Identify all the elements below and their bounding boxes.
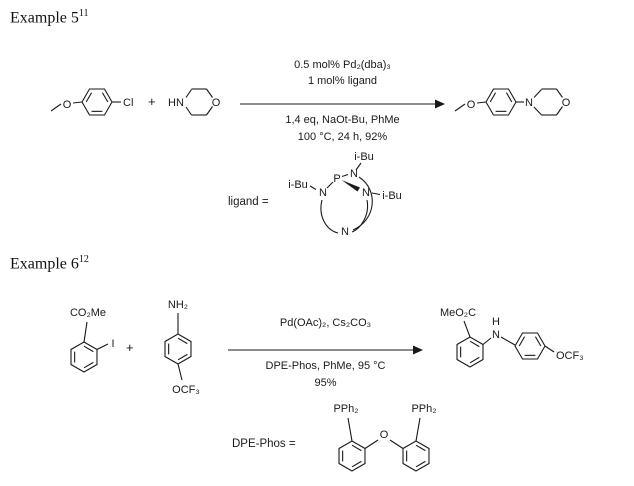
group-label-pph2-right: PPh₂ (411, 403, 436, 415)
structure-diarylamine-product: MeO₂C H N OCF₃ (440, 307, 584, 368)
atom-label-n-top: N (350, 168, 358, 180)
group-label-pph2-left: PPh₂ (333, 403, 358, 415)
arrowhead (413, 345, 423, 355)
conditions-above-line1: 0.5 mol% Pd₂(dba)₃ (294, 59, 391, 71)
benzene-ring (485, 88, 517, 116)
dpephos-label: DPE-Phos = (232, 438, 296, 450)
atom-label-o: O (562, 97, 571, 109)
group-label-nh2: NH₂ (168, 299, 188, 311)
benzene-ring-right (514, 332, 546, 360)
atom-label-o: O (467, 99, 476, 111)
example5-heading: Example 511 (10, 8, 89, 27)
ligand-label: ligand = (228, 196, 269, 208)
group-label-ibu-left: i-Bu (288, 179, 308, 191)
reaction-arrow-1 (240, 99, 445, 109)
example5-heading-text: Example 5 (10, 9, 79, 27)
conditions-above-line2: 1 mol% ligand (307, 75, 378, 87)
group-label-ibu-top: i-Bu (354, 151, 374, 163)
structure-4-trifluoromethoxyaniline: NH₂ OCF₃ (164, 299, 200, 396)
group-label-co2me: CO₂Me (70, 307, 106, 319)
atom-label-n: N (492, 329, 500, 341)
benzene-ring-left (456, 336, 484, 368)
wedge-bond (341, 180, 360, 192)
ethylene-bridge-back (352, 176, 373, 231)
conditions-below-line2: 100 °C, 24 h, 92% (297, 131, 388, 143)
atom-label-n: N (525, 97, 533, 109)
benzene-ring (81, 88, 113, 116)
structure-4-chloroanisole: O Cl (50, 88, 133, 116)
conditions6-above-line1: Pd(OAc)₂, Cs₂CO₃ (279, 317, 372, 329)
atom-label-o: O (212, 97, 221, 109)
example6-heading-text: Example 6 (10, 255, 79, 273)
benzene-ring (70, 341, 98, 373)
group-label-ocf3: OCF₃ (172, 384, 200, 396)
conditions6-below-line1: DPE-Phos, PhMe, 95 °C (265, 360, 386, 372)
plus-sign-1: + (148, 94, 156, 109)
group-label-ocf3: OCF₃ (556, 350, 584, 362)
structure-morpholine: HN O (168, 88, 221, 116)
plus-sign-2: + (126, 340, 134, 355)
example6-heading-reference: 12 (78, 254, 89, 265)
benzene-ring-left (338, 440, 366, 472)
structure-methyl-2-iodobenzoate: CO₂Me I (70, 307, 115, 373)
atom-label-i: I (111, 338, 114, 350)
ethylene-bridge-right (351, 199, 369, 233)
structure-4-morpholinoanisole: O N O (454, 88, 571, 116)
atom-label-p: P (333, 173, 340, 185)
ether-bond (72, 101, 83, 104)
conditions-below-line1: 1,4 eq, NaOt-Bu, PhMe (285, 114, 400, 126)
reaction-arrow-2 (228, 345, 423, 355)
structure-ligand-proazaphosphatrane: i-Bu N P i-Bu N N i-Bu N (288, 151, 402, 238)
methyl-bond (50, 103, 62, 112)
atom-label-h: H (492, 316, 500, 328)
atom-label-o: O (380, 429, 389, 441)
benzene-ring (164, 333, 192, 365)
atom-label-hn: HN (168, 97, 184, 109)
group-label-ibu-right: i-Bu (382, 190, 402, 202)
conditions6-below-line2: 95% (314, 377, 337, 389)
ethylene-bridge-left (320, 199, 339, 234)
group-label-meo2c: MeO₂C (440, 307, 476, 319)
atom-label-n-right: N (362, 187, 370, 199)
atom-label-n-left: N (319, 187, 327, 199)
example5-heading-reference: 11 (78, 8, 89, 19)
benzene-ring-right (402, 440, 430, 472)
arrowhead (435, 99, 445, 109)
atom-label-n-bottom: N (341, 226, 349, 238)
structure-dpephos: PPh₂ O PPh₂ (333, 403, 437, 472)
example6-heading: Example 612 (10, 254, 89, 273)
atom-label-cl: Cl (123, 97, 133, 109)
atom-label-o: O (63, 99, 72, 111)
